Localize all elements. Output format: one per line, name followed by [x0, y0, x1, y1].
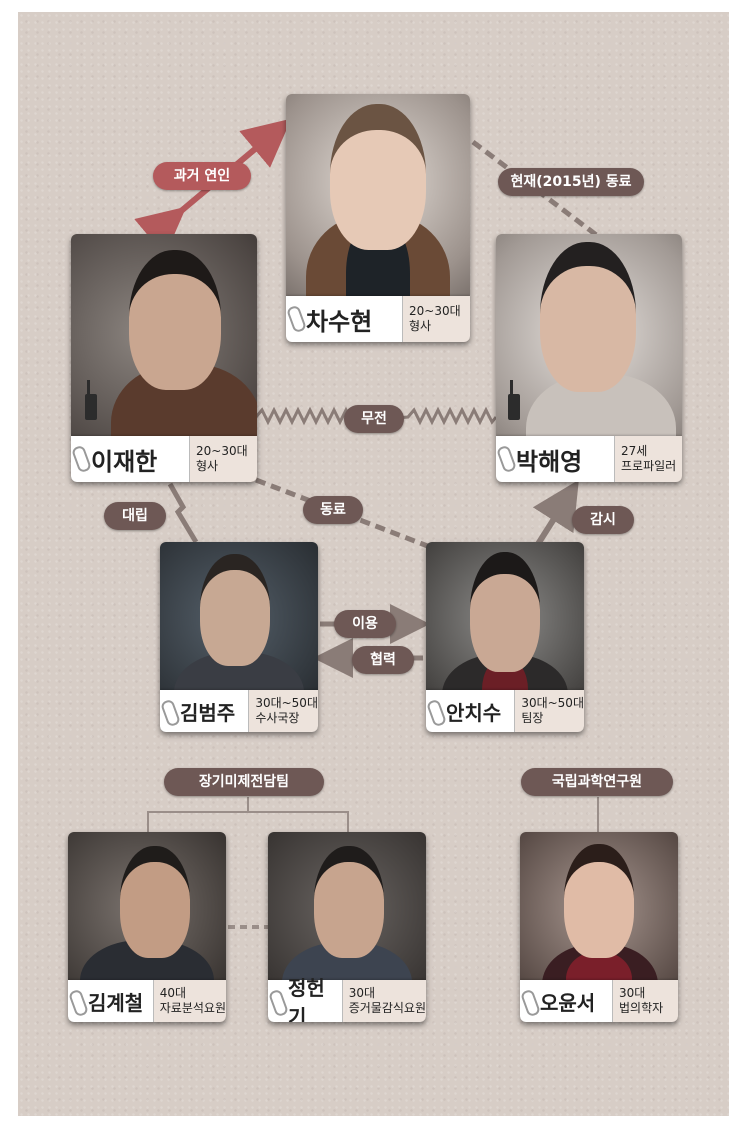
watch-label: 감시	[572, 506, 634, 534]
past-lover-label: 과거 연인	[153, 162, 251, 190]
role: 형사	[196, 459, 219, 473]
name: 정헌기	[288, 976, 325, 1022]
name: 차수현	[306, 307, 373, 336]
age: 30대	[348, 986, 376, 1000]
age: 40대	[159, 986, 187, 1000]
role: 수사국장	[255, 711, 300, 725]
role: 증거물감식요원	[348, 1001, 426, 1015]
name: 이재한	[91, 447, 158, 476]
role: 자료분석요원	[159, 1001, 226, 1015]
conflict-line	[167, 482, 199, 544]
conflict-label: 대립	[104, 502, 166, 530]
age: 27세	[621, 444, 648, 458]
role: 형사	[409, 319, 432, 333]
name: 김범주	[180, 700, 236, 725]
cooperate-label: 협력	[352, 646, 414, 674]
team-bracket	[147, 811, 349, 832]
name: 김계철	[88, 990, 144, 1015]
radio-label: 무전	[344, 405, 404, 433]
role: 프로파일러	[621, 459, 677, 473]
nfs-group-label: 국립과학연구원	[521, 768, 673, 796]
name: 박해영	[516, 447, 583, 476]
age: 20~30대	[196, 444, 248, 458]
relationship-chart: 과거 연인 현재(2015년) 동료 무전 동료 대립 감시 이용 협력 장기미…	[18, 12, 729, 1116]
use-label: 이용	[334, 610, 396, 638]
age: 20~30대	[409, 304, 461, 318]
team-group-label: 장기미제전담팀	[164, 768, 324, 796]
role: 법의학자	[619, 1001, 664, 1015]
walkie-talkie-icon	[508, 380, 520, 420]
colleague-label: 동료	[303, 496, 363, 524]
walkie-talkie-icon	[85, 380, 97, 420]
name: 안치수	[446, 700, 502, 725]
age: 30대	[619, 986, 646, 1000]
age: 30대~50대	[255, 696, 318, 710]
colleague-2015-label: 현재(2015년) 동료	[498, 168, 644, 196]
watch-line	[532, 479, 579, 546]
role: 팀장	[521, 711, 544, 725]
name: 오윤서	[540, 990, 596, 1015]
age: 30대~50대	[521, 696, 584, 710]
